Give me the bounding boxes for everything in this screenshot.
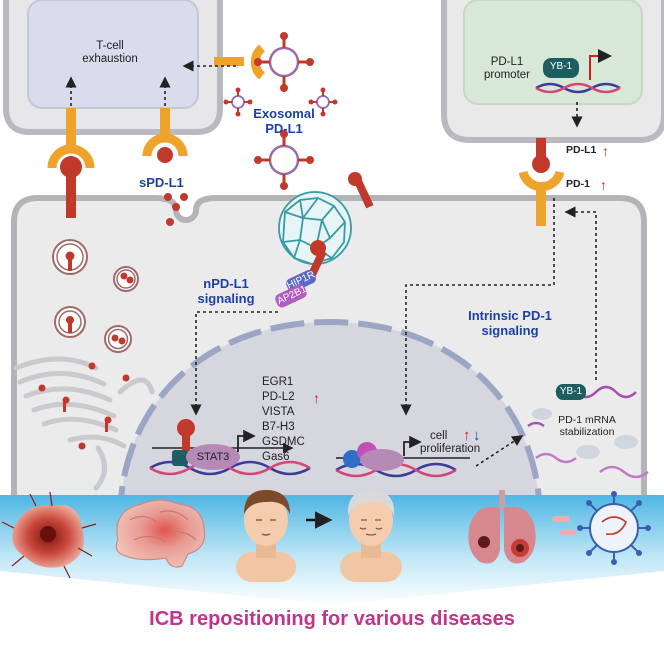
gene-item: Gas6	[262, 451, 290, 463]
up-arrow-red: ↑	[313, 390, 320, 406]
up-arrow-red: ↑	[463, 427, 471, 444]
stat3-label: STAT3	[196, 451, 230, 463]
ribosome	[576, 445, 600, 459]
proliferation-line2: proliferation	[420, 443, 481, 456]
tcell-label-line1: T-cell	[96, 40, 124, 52]
gene-item: B7-H3	[262, 421, 295, 433]
exosomal-line1: Exosomal	[253, 106, 315, 121]
yb1-label-top: YB-1	[549, 61, 573, 72]
aged-face-icon	[340, 490, 402, 582]
endosomes	[52, 239, 139, 353]
yb1-label-mrna: YB-1	[559, 386, 583, 397]
exosome-medium	[252, 128, 316, 192]
mrna-line1: PD-1 mRNA	[558, 414, 616, 426]
membrane-pdl1	[348, 172, 374, 209]
yb1-badge-top	[543, 58, 579, 78]
up-arrow-red: ↑	[600, 177, 607, 193]
promoter-dna	[535, 49, 621, 94]
pdl1-promoter-label: PD-L1 promoter	[476, 56, 538, 82]
promoter-line1: PD-L1	[490, 56, 524, 68]
ribosome	[614, 435, 638, 449]
ap2b1-badge	[275, 284, 307, 308]
golgi-pdl1	[38, 362, 130, 450]
cell-proliferation-label: cell proliferation	[420, 430, 480, 456]
mrna-line2: stabilization	[559, 426, 615, 439]
npdl1-label: nPD-L1 signaling	[180, 276, 272, 307]
gene-list: EGR1 PD-L2 VISTA B7-H3 GSDMC Gas6	[262, 375, 305, 465]
lungs-icon	[468, 490, 536, 564]
golgi	[13, 356, 155, 491]
young-face-icon	[236, 490, 296, 582]
pd1-tag-label: PD-1	[566, 178, 590, 190]
exosome-large	[252, 30, 316, 94]
npdl1-line2: signaling	[197, 290, 255, 306]
exosomal-line2: PD-L1	[265, 120, 303, 136]
gene-item: VISTA	[262, 406, 295, 418]
down-arrow-blue: ↓	[473, 427, 481, 444]
gene-item: PD-L2	[262, 391, 295, 403]
tumor-icon	[1, 491, 97, 579]
hip1r-badge	[286, 269, 316, 293]
clathrin-cage	[278, 191, 352, 265]
intrinsic-line2: signaling	[481, 322, 539, 338]
virus-icon	[552, 491, 651, 565]
npdl1-line1: nPD-L1	[203, 276, 249, 291]
ribosome	[532, 408, 552, 420]
spdl1-label: sPD-L1	[139, 175, 184, 190]
exosomal-pdl1-label: Exosomal PD-L1	[236, 106, 332, 137]
brain-icon	[115, 499, 206, 568]
spdl1-dots	[164, 193, 188, 226]
tcell-exhaustion-label: T-cell exhaustion	[60, 40, 160, 66]
footer-title: ICB repositioning for various diseases	[149, 608, 515, 630]
proliferation-complex	[343, 435, 422, 471]
promoter-line2: promoter	[483, 69, 531, 82]
tcell-label-line2: exhaustion	[82, 53, 138, 66]
disease-floor	[0, 495, 664, 608]
gene-item: EGR1	[262, 376, 294, 388]
up-arrow-red: ↑	[602, 143, 609, 159]
intrinsic-pd1-label: Intrinsic PD-1 signaling	[452, 308, 568, 339]
stat3-complex	[172, 419, 256, 470]
proliferation-line1: cell	[430, 430, 448, 442]
tcell-pd1-receptor	[47, 108, 95, 218]
intrinsic-line1: Intrinsic PD-1	[468, 308, 552, 323]
right-pd1-receptor	[518, 138, 565, 226]
gene-item: GSDMC	[262, 436, 305, 448]
mrna-stabilization-label: PD-1 mRNA stabilization	[544, 414, 630, 438]
pdl1-tag-label: PD-L1	[566, 144, 597, 156]
spdl1-receptor	[142, 108, 188, 163]
signal-arrows	[65, 60, 597, 467]
yb1-badge-mrna	[556, 384, 586, 400]
